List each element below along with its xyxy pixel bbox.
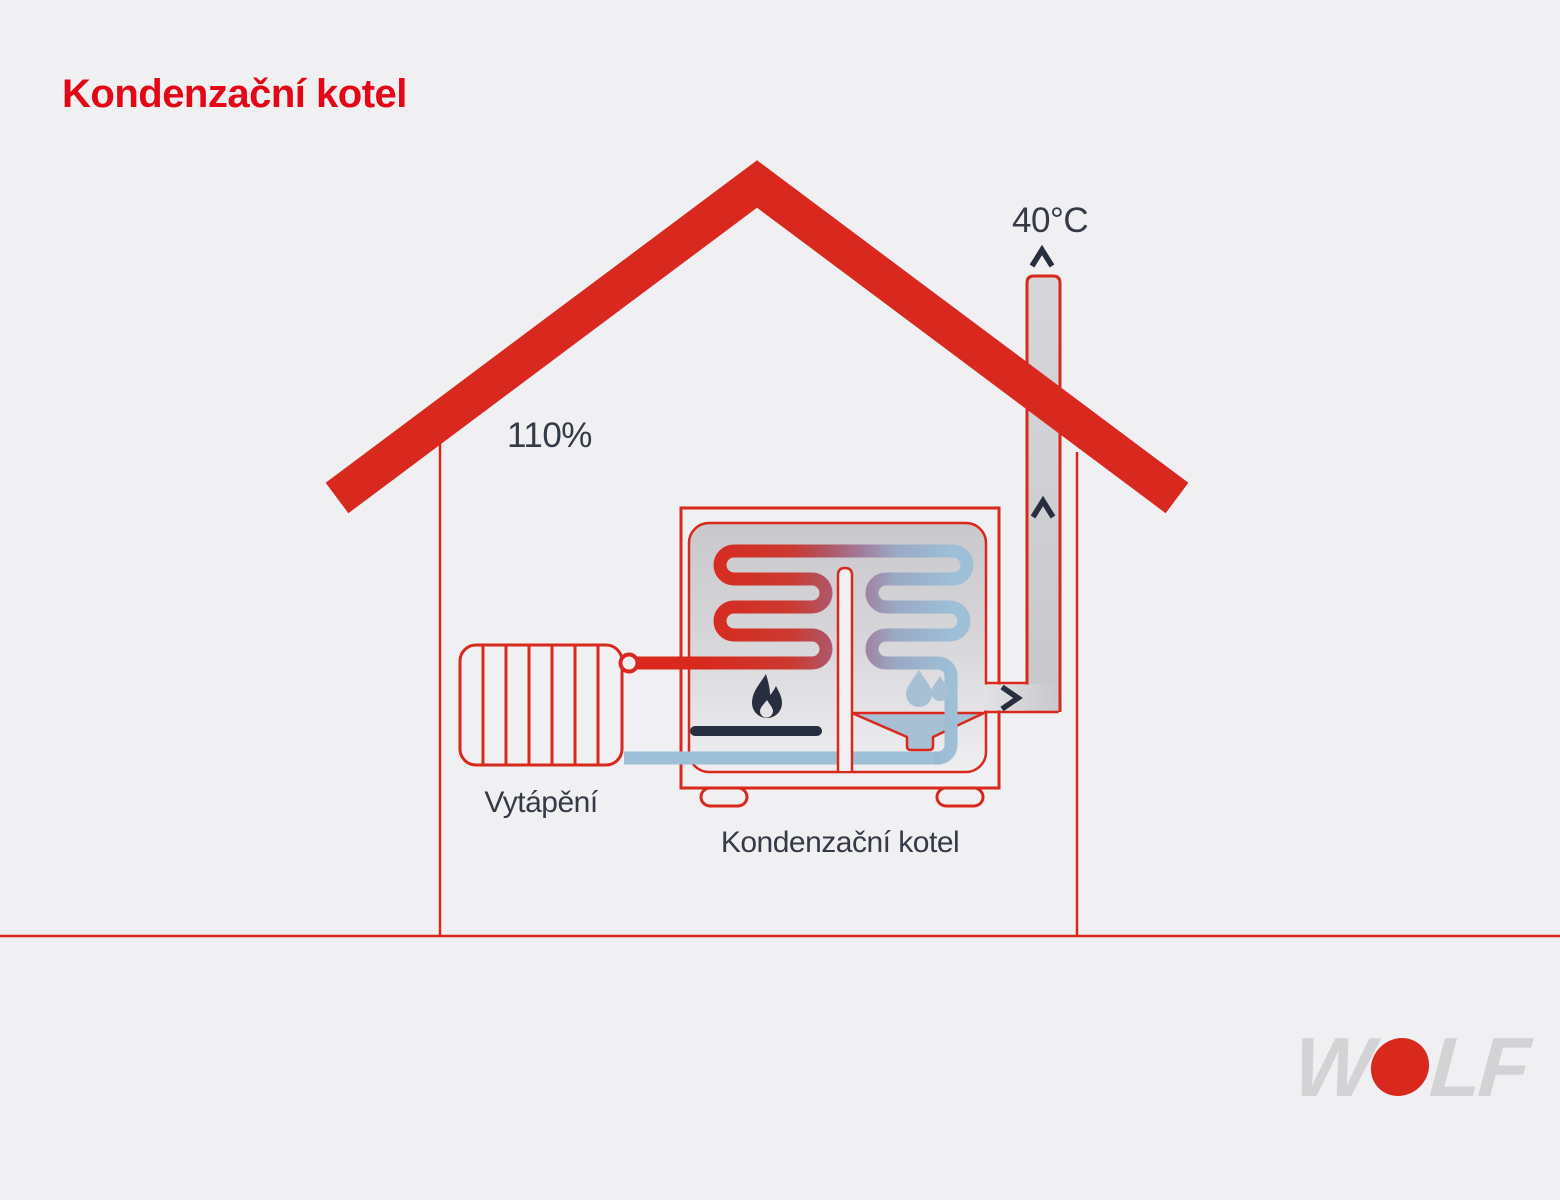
wolf-logo-dot [1369,1038,1432,1096]
boiler-casing [679,506,1001,790]
heating-pipe-circuit [637,544,974,765]
flue-temperature-label: 40°C [1012,201,1088,240]
right-arrow-icon [1000,684,1023,712]
burner-bar [690,726,822,736]
radiator-fins [481,645,600,765]
wolf-logo-letter-w: W [1290,1020,1374,1114]
boiler-foot-left [699,786,749,808]
boiler-foot-right [935,786,985,808]
chimney-flue-pipe [1025,274,1062,712]
water-drops-icon [906,670,949,707]
wolf-logo-letters-lf: LF [1427,1020,1531,1114]
roof [325,160,1189,514]
chamber-partition [836,566,854,771]
radiator-valve [618,652,640,674]
page-title: Kondenzační kotel [62,72,407,116]
efficiency-label: 110% [507,416,592,455]
wolf-logo: W LF [1290,1020,1531,1114]
flue-arrows [1000,244,1056,712]
flame-icon [752,674,782,718]
up-arrow-icon [1029,244,1055,268]
boiler-label: Kondenzační kotel [721,826,959,859]
radiator [458,643,624,767]
flue-duct [984,681,1059,714]
radiator-body [458,643,624,767]
radiator-label: Vytápění [484,786,598,819]
up-arrow-icon [1030,495,1056,519]
